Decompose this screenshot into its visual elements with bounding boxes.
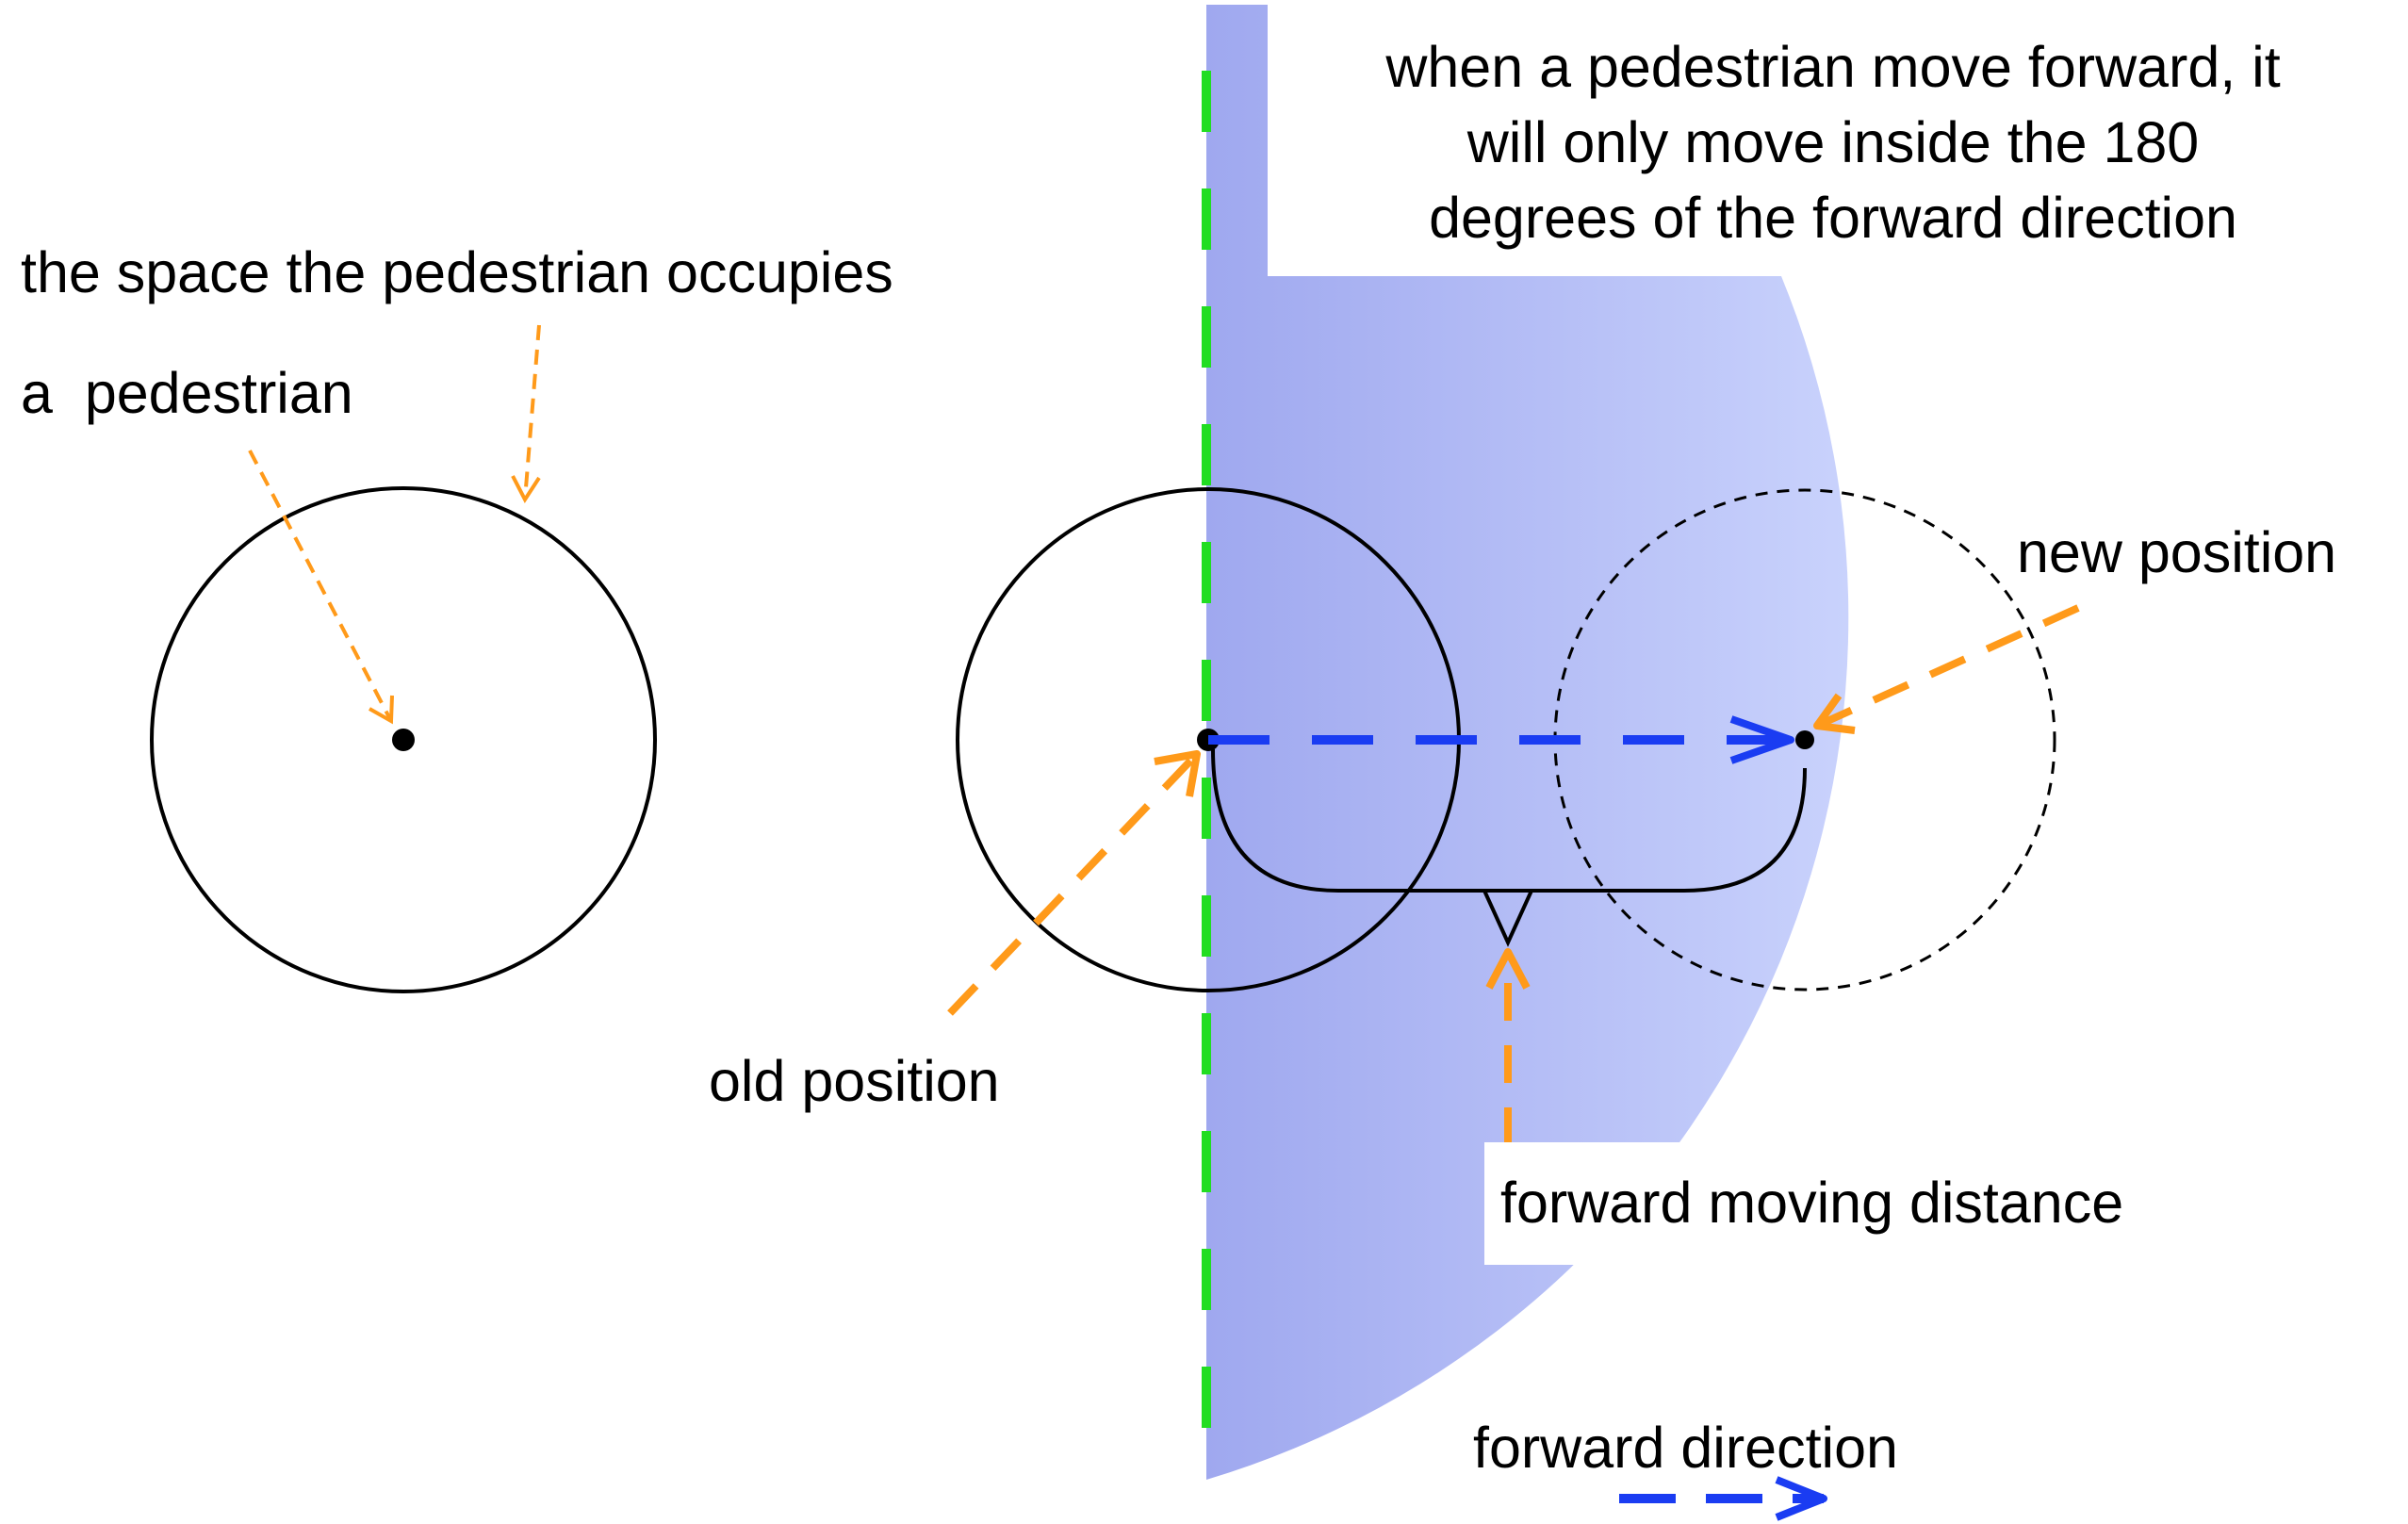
label-forward-moving-distance: forward moving distance [1500, 1171, 2123, 1235]
forward-direction-legend-arrowhead [1775, 1476, 1827, 1521]
label-description-line3: degrees of the forward direction [1429, 186, 2237, 250]
moving-distance-label-box [1484, 1142, 2234, 1265]
pointer-new-position-head [1813, 693, 1856, 734]
label-pedestrian: a pedestrian [21, 361, 353, 425]
pointer-old-position-head [1154, 750, 1201, 797]
pointer-old-position [947, 751, 1200, 1016]
pedestrian-space-circle-left [150, 486, 657, 993]
pedestrian-dot-left [392, 729, 415, 751]
label-description-line2: will only move inside the 180 [1466, 110, 2199, 174]
label-old-position: old position [709, 1049, 1000, 1113]
label-forward-direction: forward direction [1473, 1416, 1898, 1480]
pointer-pedestrian [248, 450, 393, 722]
pointer-moving-distance-head [1485, 948, 1531, 990]
label-new-position: new position [2017, 520, 2336, 584]
forward-move-arrowhead [1729, 715, 1794, 764]
distance-brace [1211, 748, 1807, 947]
label-space-occupied: the space the pedestrian occupies [21, 240, 893, 304]
pointer-new-position [1815, 604, 2080, 729]
label-description-line1: when a pedestrian move forward, it [1384, 35, 2280, 99]
pointer-pedestrian-head [369, 695, 394, 725]
pointer-space-occupied-head [511, 475, 541, 503]
new-position-dot [1795, 730, 1814, 749]
pointer-space-occupied [523, 324, 541, 500]
